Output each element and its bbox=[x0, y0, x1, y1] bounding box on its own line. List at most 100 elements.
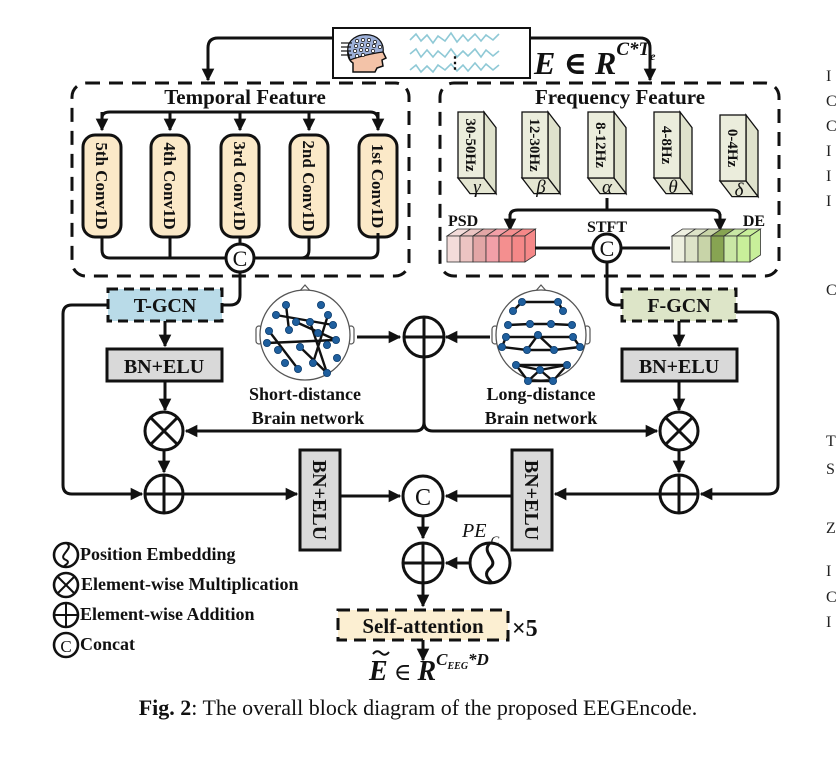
electrode-node bbox=[518, 297, 527, 306]
conv1d-block: 1st Conv1D bbox=[357, 133, 399, 239]
network-edge bbox=[501, 345, 528, 352]
conv1d-label: 2nd Conv1D bbox=[299, 140, 318, 231]
network-edge bbox=[553, 345, 581, 352]
band-range-label: 0-4Hz bbox=[724, 129, 740, 168]
band-symbol: α bbox=[602, 177, 613, 198]
electrode-node bbox=[295, 342, 304, 351]
feature-slice bbox=[684, 235, 699, 263]
frequency-to-fgcn-line bbox=[605, 262, 623, 307]
band-range-label: 12-30Hz bbox=[526, 118, 542, 172]
electrode-node bbox=[524, 376, 533, 385]
electrode-node bbox=[331, 335, 340, 344]
feature-slice bbox=[723, 235, 738, 263]
band-range-label: 4-8Hz bbox=[658, 126, 674, 165]
output-formula: E∈RCEEG*D bbox=[368, 650, 489, 687]
conv1d-label: 5th Conv1D bbox=[92, 142, 111, 229]
input-to-frequency-arrow bbox=[530, 36, 657, 82]
svg-text:BN+ELU: BN+ELU bbox=[308, 460, 330, 540]
electrode-node bbox=[280, 358, 289, 367]
feature-slice bbox=[472, 235, 487, 263]
electrode-node bbox=[508, 306, 517, 315]
adjacent-column-glyph: I bbox=[826, 143, 832, 160]
feature-slice bbox=[498, 235, 513, 263]
svg-text:F-GCN: F-GCN bbox=[647, 295, 711, 317]
conv1d-block: 4th Conv1D bbox=[149, 133, 191, 239]
electrode-node bbox=[284, 325, 293, 334]
electrode-node bbox=[271, 310, 280, 319]
network-edge bbox=[311, 314, 330, 364]
feature-slice bbox=[671, 235, 686, 263]
band-range-label: 8-12Hz bbox=[592, 122, 608, 168]
adjacent-column-glyph: I bbox=[826, 168, 832, 185]
electrode-node bbox=[293, 364, 302, 373]
svg-text:Position Embedding: Position Embedding bbox=[80, 544, 236, 564]
feature-slice bbox=[697, 235, 712, 263]
svg-text:Element-wise Multiplication: Element-wise Multiplication bbox=[81, 574, 298, 594]
network-to-f-mult-line bbox=[422, 421, 659, 438]
electrode-node bbox=[550, 345, 559, 354]
adjacent-column-glyph: S bbox=[826, 461, 835, 478]
band-range-label: 30-50Hz bbox=[462, 118, 478, 172]
electrode-node bbox=[316, 300, 325, 309]
feature-slice-side bbox=[524, 228, 536, 263]
svg-text:C: C bbox=[600, 236, 615, 261]
electrode-node bbox=[332, 353, 341, 362]
de-label: DE bbox=[743, 213, 765, 230]
repeat-count: ×5 bbox=[512, 616, 538, 642]
electrode-node bbox=[569, 332, 578, 341]
electrode-node bbox=[523, 345, 532, 354]
feature-slice bbox=[485, 235, 500, 263]
electrode-node bbox=[549, 376, 558, 385]
svg-text:BN+ELU: BN+ELU bbox=[124, 356, 204, 378]
adjacent-column-glyph: C bbox=[826, 589, 836, 606]
frequency-concat-node: C bbox=[591, 232, 623, 264]
short-network-label-line2: Brain network bbox=[252, 408, 365, 428]
f-gcn-block: F-GCN bbox=[620, 287, 738, 323]
eeg-waveforms bbox=[409, 31, 500, 74]
network-edge bbox=[275, 313, 334, 327]
svg-text:BN+ELU: BN+ELU bbox=[639, 356, 719, 378]
long-distance-brain-network bbox=[491, 284, 591, 385]
short-distance-brain-network bbox=[255, 284, 355, 381]
electrode-node bbox=[322, 340, 331, 349]
svg-text:BN+ELU: BN+ELU bbox=[520, 460, 542, 540]
temporal-concat-node: C bbox=[224, 242, 256, 274]
electrode-node bbox=[281, 300, 290, 309]
electrode-node bbox=[512, 360, 521, 369]
electrode-node bbox=[503, 320, 512, 329]
electrode-node bbox=[322, 368, 331, 377]
adjacent-column-glyph: I bbox=[826, 563, 832, 580]
t-multiplication-node bbox=[143, 410, 185, 452]
figure-number: Fig. 2 bbox=[138, 695, 192, 720]
conv1d-label: 3rd Conv1D bbox=[230, 141, 249, 230]
legend-item-multiplication: Element-wise Multiplication bbox=[52, 571, 298, 599]
fusion-t-bn-elu-block: BN+ELU bbox=[298, 448, 342, 552]
electrode-node bbox=[273, 345, 282, 354]
band-symbol: θ bbox=[668, 177, 677, 198]
conv1d-label: 1st Conv1D bbox=[368, 144, 387, 229]
electrode-node bbox=[305, 317, 314, 326]
f-multiplication-node bbox=[658, 410, 700, 452]
t-addition-node bbox=[143, 473, 185, 515]
feature-slice bbox=[511, 235, 526, 263]
frequency-band-block: 12-30Hz β bbox=[520, 110, 562, 198]
figure-caption-text: : The overall block diagram of the propo… bbox=[191, 695, 698, 720]
t-gcn-block: T-GCN bbox=[106, 287, 224, 323]
fusion-concat-node: C bbox=[401, 474, 445, 518]
input-formula: E ∈ RC*Te bbox=[533, 39, 656, 81]
electrode-node bbox=[568, 320, 577, 329]
conv1d-label: 4th Conv1D bbox=[160, 142, 179, 229]
electrode-node bbox=[323, 310, 332, 319]
frequency-feature-panel: Frequency Feature 30-50Hzγ12-30Hzβ8-12Hz… bbox=[438, 81, 781, 278]
input-to-temporal-arrow bbox=[201, 36, 333, 82]
adjacent-column-glyph: I bbox=[826, 68, 832, 85]
legend-item-position-embedding: Position Embedding bbox=[52, 541, 236, 569]
adjacent-column-glyph: C bbox=[826, 282, 836, 299]
band-symbol: β bbox=[535, 177, 546, 198]
svg-text:T-GCN: T-GCN bbox=[134, 295, 197, 317]
network-edge bbox=[515, 363, 541, 372]
svg-text:C: C bbox=[233, 246, 248, 271]
electrode-node bbox=[536, 365, 545, 374]
